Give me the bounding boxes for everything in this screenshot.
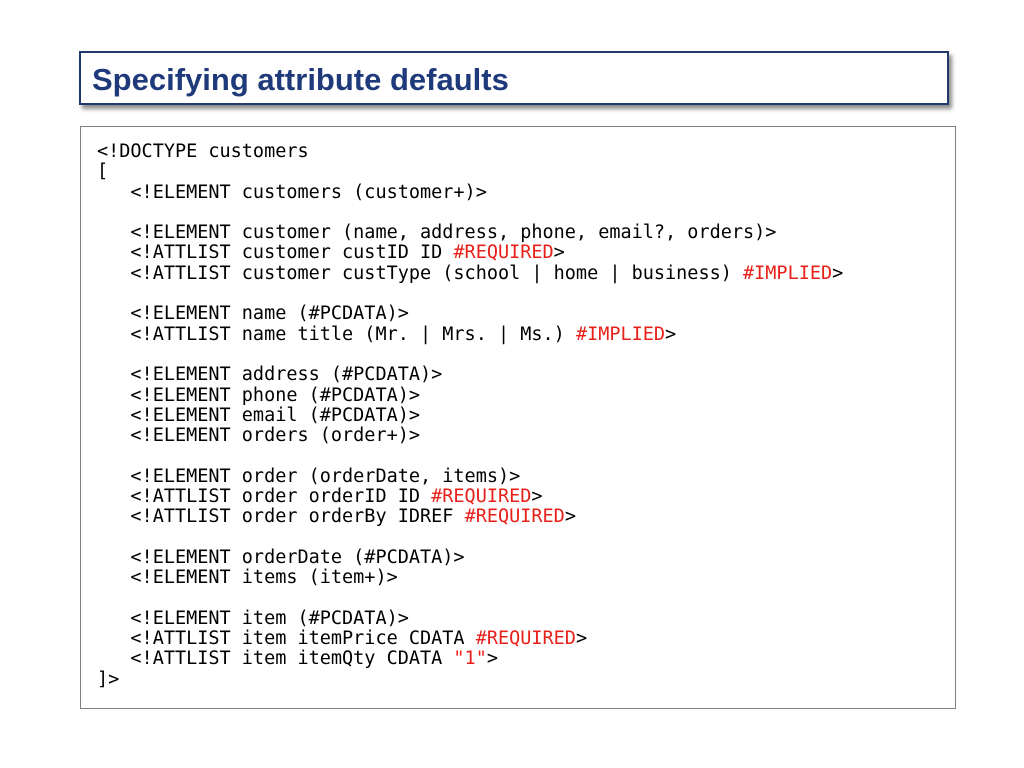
code-line: <!ELEMENT phone (#PCDATA)>	[97, 384, 843, 406]
code-text: >	[553, 242, 565, 264]
code-line: <!ATTLIST item itemQty CDATA "1">	[97, 649, 843, 669]
code-line: <!ELEMENT name (#PCDATA)>	[97, 304, 843, 324]
code-line: <!DOCTYPE customers	[97, 141, 843, 162]
code-line	[97, 203, 843, 223]
code-listing-box: <!DOCTYPE customers[ <!ELEMENT customers…	[80, 126, 956, 709]
code-line: ]>	[97, 668, 843, 690]
code-keyword-highlight: #IMPLIED	[743, 262, 833, 284]
code-line	[97, 345, 843, 365]
code-keyword-highlight: #REQUIRED	[431, 486, 532, 508]
code-text: <!ATTLIST item itemPrice CDATA	[97, 628, 476, 650]
code-text: ]>	[97, 668, 120, 690]
code-text: <!ELEMENT items (item+)>	[97, 567, 398, 589]
code-text: <!DOCTYPE customers	[97, 141, 309, 162]
slide-title: Specifying attribute defaults	[92, 62, 509, 97]
code-text: <!ELEMENT name (#PCDATA)>	[97, 303, 409, 325]
code-line	[97, 589, 843, 609]
code-line: <!ELEMENT orderDate (#PCDATA)>	[97, 546, 843, 568]
code-text: <!ELEMENT phone (#PCDATA)>	[97, 384, 421, 406]
code-line	[97, 528, 843, 548]
code-text: >	[832, 262, 844, 284]
code-line: <!ELEMENT customers (customer+)>	[97, 181, 843, 203]
code-text: <!ELEMENT customers (customer+)>	[97, 181, 487, 203]
code-line: <!ATTLIST order orderID ID #REQUIRED>	[97, 486, 843, 508]
code-text: <!ELEMENT address (#PCDATA)>	[97, 364, 443, 386]
code-keyword-highlight: #IMPLIED	[575, 323, 666, 345]
code-line: <!ELEMENT order (orderDate, items)>	[97, 465, 843, 487]
code-text: >	[531, 486, 543, 508]
code-line: <!ATTLIST name title (Mr. | Mrs. | Ms.) …	[97, 323, 843, 345]
code-line: <!ATTLIST customer custType (school | ho…	[97, 262, 844, 284]
code-text: <!ATTLIST order orderBy IDREF	[97, 506, 465, 528]
code-text: <!ELEMENT item (#PCDATA)>	[97, 607, 409, 629]
code-line	[97, 284, 843, 304]
code-keyword-highlight: "1"	[453, 648, 487, 670]
dtd-code-block: <!DOCTYPE customers[ <!ELEMENT customers…	[97, 141, 844, 690]
code-line: <!ELEMENT item (#PCDATA)>	[97, 607, 843, 629]
code-text: <!ELEMENT email (#PCDATA)>	[97, 404, 421, 426]
code-line: <!ATTLIST order orderBy IDREF #REQUIRED>	[97, 507, 843, 527]
code-text: <!ELEMENT order (orderDate, items)>	[97, 465, 521, 487]
code-keyword-highlight: #REQUIRED	[475, 628, 576, 650]
code-text: >	[564, 506, 576, 528]
code-text: <!ATTLIST customer custID ID	[97, 242, 454, 264]
code-line: <!ATTLIST customer custID ID #REQUIRED>	[97, 243, 843, 263]
code-text: >	[575, 628, 588, 650]
slide-title-box: Specifying attribute defaults	[79, 51, 949, 105]
code-line: [	[97, 162, 843, 182]
code-text: >	[665, 323, 677, 345]
code-line: <!ELEMENT email (#PCDATA)>	[97, 404, 843, 426]
code-keyword-highlight: #REQUIRED	[464, 506, 565, 528]
code-text: >	[486, 648, 498, 670]
code-keyword-highlight: #REQUIRED	[453, 242, 554, 264]
code-line	[97, 446, 843, 466]
code-text: <!ATTLIST order orderID ID	[97, 486, 432, 508]
code-text: <!ELEMENT orders (order+)>	[97, 425, 421, 447]
code-text: <!ATTLIST customer custType (school | ho…	[97, 262, 744, 284]
code-line: <!ELEMENT orders (order+)>	[97, 426, 843, 446]
code-text: <!ELEMENT orderDate (#PCDATA)>	[97, 546, 465, 568]
code-text: <!ATTLIST name title (Mr. | Mrs. | Ms.)	[97, 323, 576, 345]
code-line: <!ELEMENT address (#PCDATA)>	[97, 365, 843, 385]
code-text: <!ELEMENT customer (name, address, phone…	[97, 222, 777, 244]
code-text: [	[97, 161, 109, 183]
code-line: <!ELEMENT customer (name, address, phone…	[97, 223, 843, 243]
code-text: <!ATTLIST item itemQty CDATA	[97, 648, 454, 670]
code-line: <!ATTLIST item itemPrice CDATA #REQUIRED…	[97, 628, 843, 650]
code-line: <!ELEMENT items (item+)>	[97, 568, 843, 588]
